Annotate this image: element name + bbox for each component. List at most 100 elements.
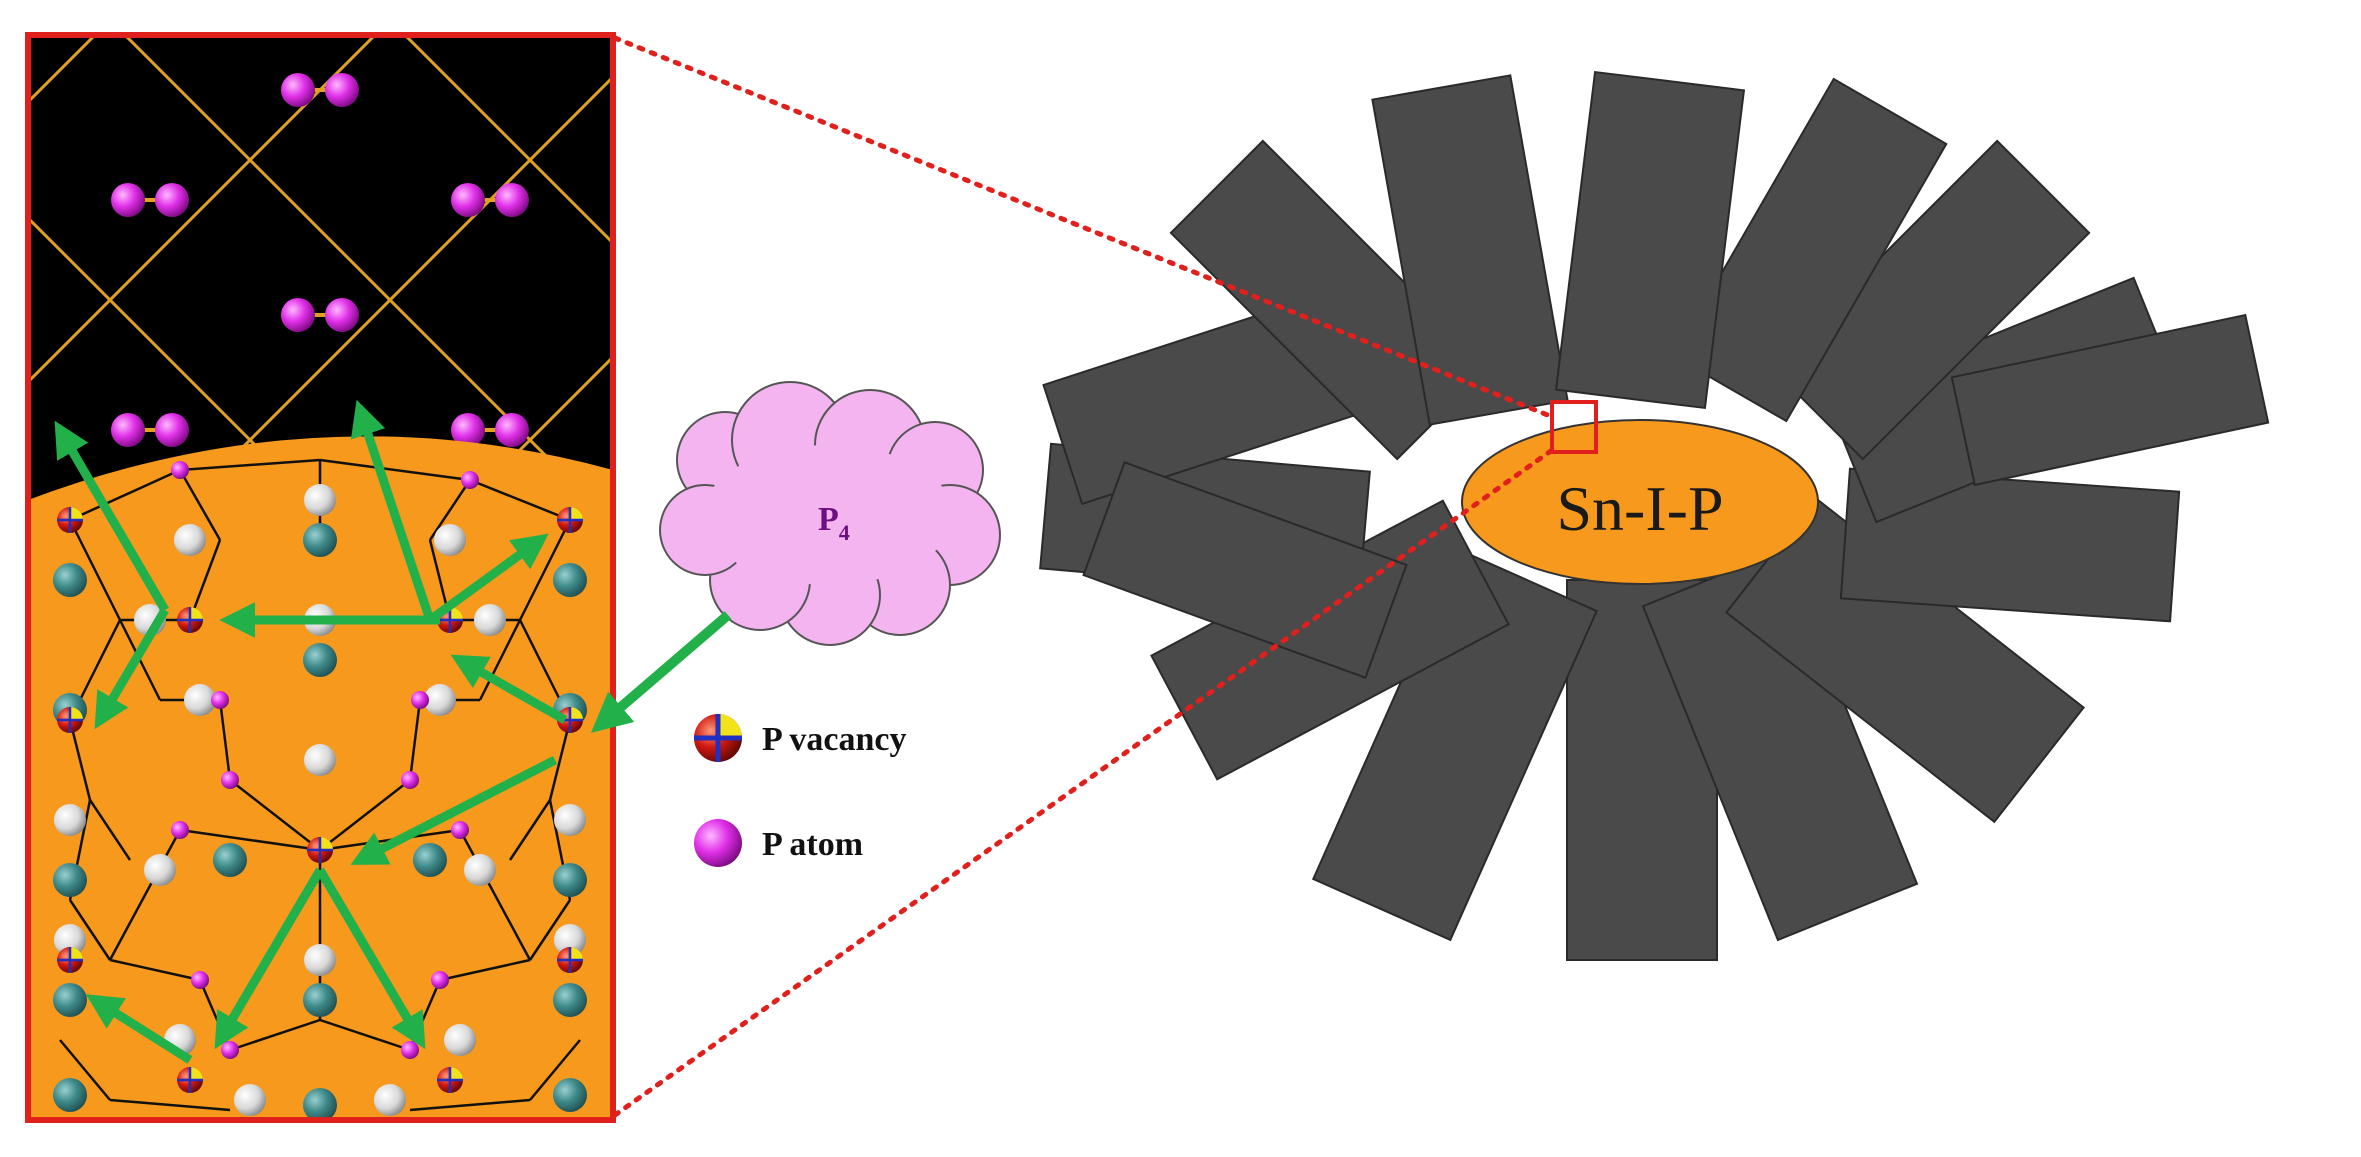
- p-vacancy: [57, 947, 83, 973]
- p-atom: [111, 413, 145, 447]
- petal: [1950, 313, 2270, 487]
- p-atom: [155, 183, 189, 217]
- p-vacancy: [557, 947, 583, 973]
- p-vacancy: [307, 837, 333, 863]
- p-atom: [401, 771, 419, 789]
- i-atom: [474, 604, 506, 636]
- petal: [1371, 74, 1569, 426]
- p-vacancy: [437, 1067, 463, 1093]
- migration-arrow: [350, 399, 435, 622]
- inset-frame: [25, 32, 616, 1123]
- p-atom: [221, 1041, 239, 1059]
- petal: [1769, 139, 2091, 461]
- p-vacancy-icon: [694, 714, 742, 762]
- legend-vacancy-label: P vacancy: [762, 721, 906, 758]
- bond: [508, 799, 552, 861]
- p-vacancy: [57, 707, 83, 733]
- migration-arrow: [85, 994, 193, 1064]
- p-atom: [451, 821, 469, 839]
- p-atom: [221, 771, 239, 789]
- sn-atom: [53, 983, 87, 1017]
- i-atom: [304, 744, 336, 776]
- migration-arrow: [316, 867, 426, 1050]
- vacancy-quadrant: [450, 1067, 463, 1080]
- p-atom: [411, 691, 429, 709]
- sn-atom: [303, 523, 337, 557]
- vacancy-quadrant: [450, 607, 463, 620]
- bond: [108, 829, 182, 961]
- p-atom: [325, 298, 359, 332]
- bond: [528, 899, 572, 961]
- petal: [1672, 77, 1948, 423]
- bond: [518, 519, 572, 621]
- bond: [28, 35, 378, 385]
- bond: [88, 799, 132, 861]
- p-atom: [495, 413, 529, 447]
- sn-atom: [553, 983, 587, 1017]
- bond: [319, 458, 471, 482]
- p4-label: P4: [818, 501, 850, 545]
- migration-arrow: [350, 755, 558, 865]
- p-atom: [171, 821, 189, 839]
- p-vacancy: [57, 507, 83, 533]
- p-atom: [191, 971, 209, 989]
- migration-arrow: [450, 654, 568, 724]
- p4-cloud: [659, 381, 1001, 646]
- p-vacancy: [437, 607, 463, 633]
- bond: [529, 1039, 581, 1101]
- bond: [109, 958, 201, 982]
- bond: [548, 719, 572, 801]
- p-atom: [451, 183, 485, 217]
- bond: [179, 458, 321, 472]
- p-atom-icon: [694, 819, 742, 867]
- vacancy-quadrant: [70, 947, 83, 960]
- bond: [428, 479, 472, 541]
- sn-atom: [53, 863, 87, 897]
- migration-arrow: [94, 607, 169, 730]
- i-atom: [54, 924, 86, 956]
- petal: [1839, 467, 2181, 623]
- bond: [69, 468, 181, 522]
- sn-atom: [213, 843, 247, 877]
- sn-atom: [53, 563, 87, 597]
- center-label: Sn-I-P: [1556, 473, 1723, 544]
- i-atom: [304, 484, 336, 516]
- petal: [1082, 461, 1408, 679]
- bond: [402, 35, 613, 246]
- p-atom: [461, 471, 479, 489]
- vacancy-quadrant: [570, 507, 583, 520]
- bond: [409, 1098, 531, 1112]
- i-atom: [554, 804, 586, 836]
- migration-arrows: [54, 399, 568, 1064]
- p-vacancy: [177, 1067, 203, 1093]
- bond: [408, 699, 422, 781]
- bond: [469, 478, 571, 522]
- sn-atom: [553, 863, 587, 897]
- sn-i-p-lattice: [53, 458, 587, 1120]
- legend: P vacancy P atom: [694, 714, 906, 867]
- p-atom: [281, 298, 315, 332]
- p-atom: [495, 183, 529, 217]
- flower-petals: [1039, 70, 2270, 961]
- p-atom: [211, 691, 229, 709]
- sn-atom: [553, 1078, 587, 1112]
- bond: [59, 1039, 111, 1101]
- bond: [178, 469, 222, 541]
- vacancy-quadrant: [190, 1067, 203, 1080]
- i-atom: [554, 924, 586, 956]
- sn-atom: [303, 983, 337, 1017]
- i-atom: [54, 804, 86, 836]
- i-atom: [374, 1084, 406, 1116]
- sn-atom: [303, 643, 337, 677]
- sn-i-p-center: [1461, 419, 1819, 585]
- i-atom: [234, 1084, 266, 1116]
- bond: [188, 539, 222, 621]
- petal: [1641, 548, 1919, 942]
- p-atom: [325, 73, 359, 107]
- i-atom: [174, 524, 206, 556]
- bond: [68, 519, 122, 621]
- bond: [68, 899, 112, 961]
- bond: [439, 958, 531, 982]
- p-vacancy: [557, 507, 583, 533]
